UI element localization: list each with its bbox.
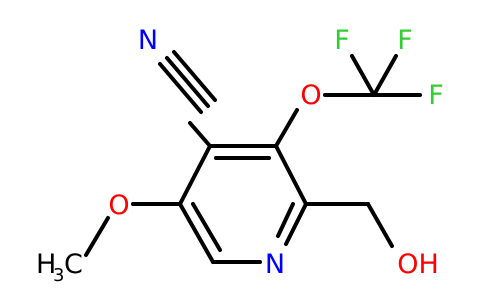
trifluoromethoxy-o-label: O <box>300 80 321 111</box>
bond-o-ch3 <box>84 216 110 257</box>
bond-c-f2 <box>372 54 398 97</box>
nitrile-triple-bond <box>158 50 217 114</box>
ring-bond-c5-c4 <box>178 144 212 206</box>
ring-n-label: N <box>265 249 285 280</box>
triple-bond-line-1 <box>158 62 203 114</box>
ring-bond-c2-n <box>284 202 308 246</box>
hydroxyl-label: OH <box>397 249 439 280</box>
bond-ch2-oh <box>366 202 394 248</box>
fluorine-label-3: F <box>428 80 444 111</box>
methyl-subscript-label: 3 <box>53 265 64 286</box>
bond-c3-o <box>274 108 299 148</box>
fluorine-label-1: F <box>334 25 350 56</box>
bond-c-f1 <box>350 54 376 97</box>
triple-bond-line-3 <box>172 50 217 102</box>
nitrile-n-label: N <box>138 25 158 56</box>
ring-bond-c6-c5 <box>178 202 215 264</box>
methyl-h-label: H <box>36 249 56 280</box>
bond-c4-cn <box>188 121 212 148</box>
ring-bond-c2-n-inner <box>276 202 295 238</box>
pyridine-ring <box>178 144 308 264</box>
ring-bond-c6-c5-inner <box>191 202 222 252</box>
fluorine-label-2: F <box>397 25 413 56</box>
methyl-c-label: C <box>64 249 83 280</box>
ring-bond-c3-c2 <box>274 144 308 206</box>
methyl-group-label: H 3 C <box>36 249 83 286</box>
methoxy-o-label: O <box>108 190 129 221</box>
triple-bond-line-2 <box>165 56 210 108</box>
